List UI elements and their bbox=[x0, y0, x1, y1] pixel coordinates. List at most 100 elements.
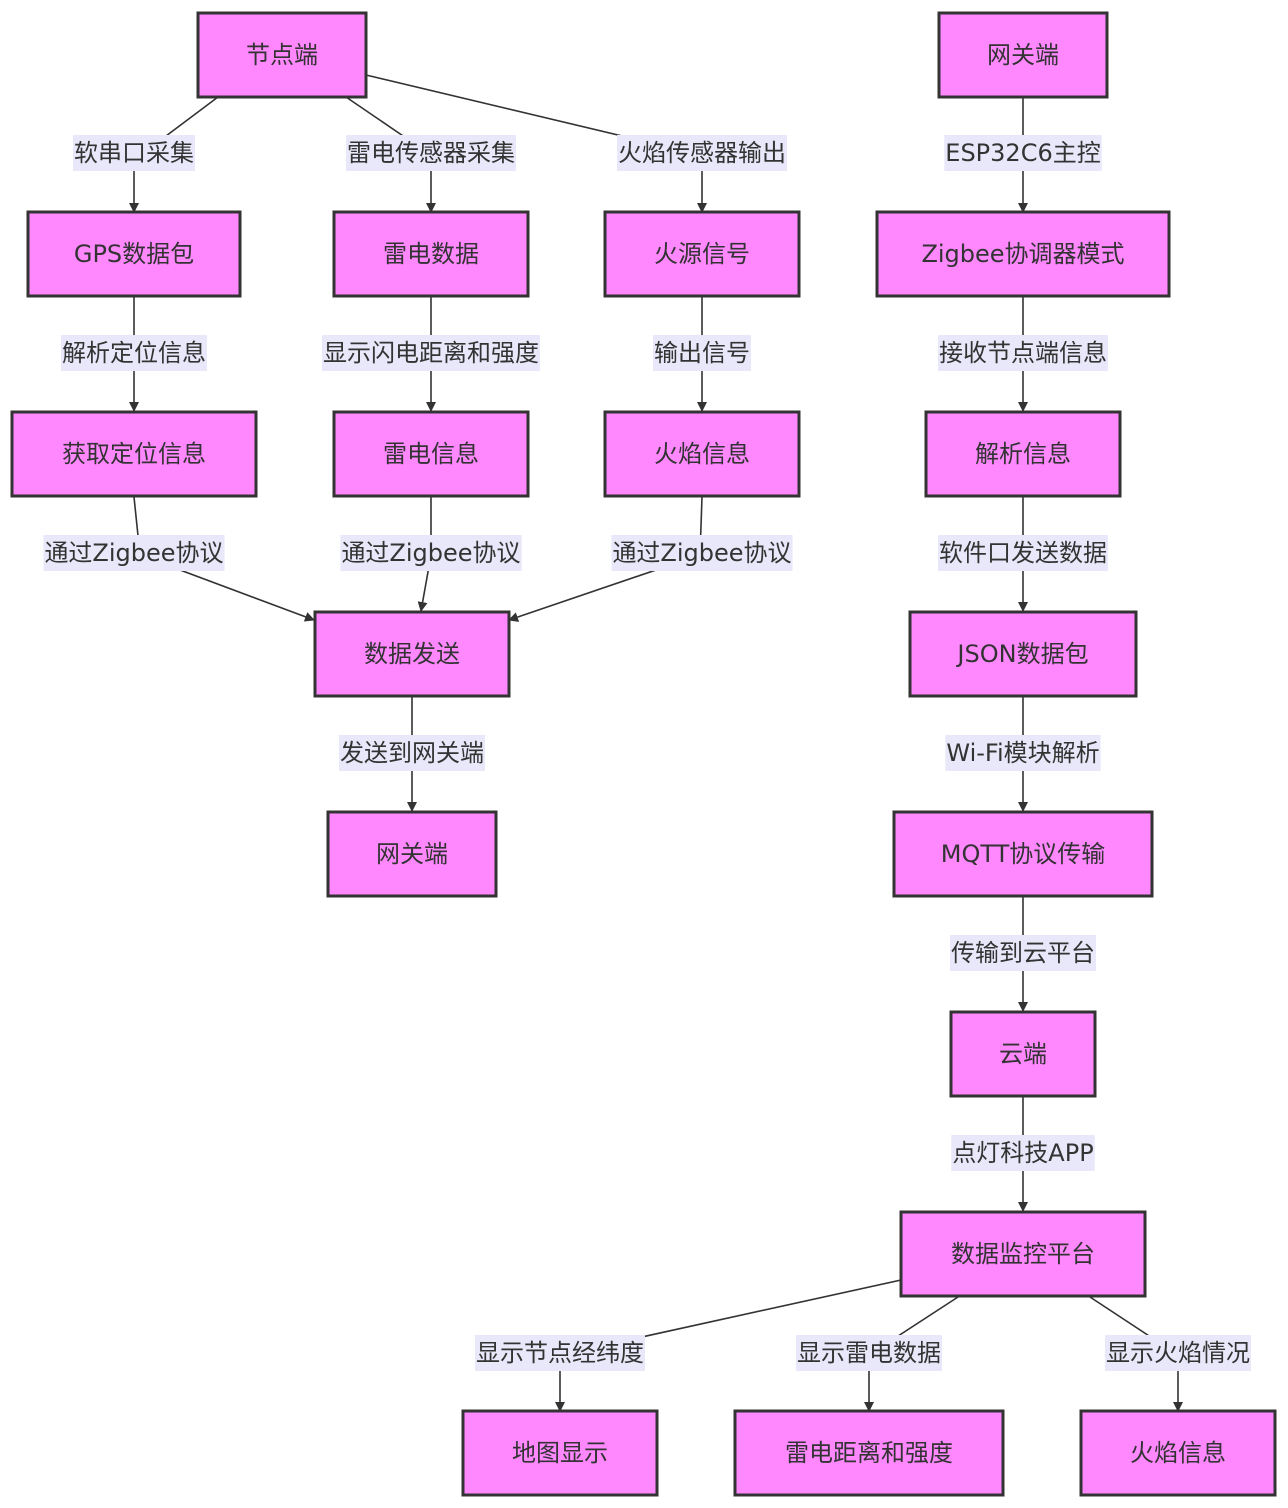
edge-label-background bbox=[653, 335, 751, 371]
node-box bbox=[10, 410, 258, 498]
edge-label-text: 软件口发送数据 bbox=[939, 539, 1107, 567]
edge-label-background bbox=[1105, 1335, 1251, 1371]
edge-label-background bbox=[796, 1335, 942, 1371]
edge-label-text: 解析定位信息 bbox=[62, 339, 206, 367]
edge-label-node-start-to-fire-signal: 火焰传感器输出 bbox=[617, 135, 787, 171]
node-label: 雷电距离和强度 bbox=[785, 1439, 953, 1467]
node-label: 火焰信息 bbox=[654, 440, 750, 468]
node-box bbox=[949, 1010, 1097, 1098]
node-data-send: 数据发送 bbox=[313, 610, 511, 698]
edge-label-text: 雷电传感器采集 bbox=[347, 139, 515, 167]
node-label: Zigbee协调器模式 bbox=[921, 240, 1124, 268]
edge-label-flame-info-to-data-send: 通过Zigbee协议 bbox=[611, 535, 793, 571]
node-box bbox=[603, 410, 801, 498]
node-label: JSON数据包 bbox=[955, 640, 1088, 668]
node-box bbox=[326, 810, 498, 898]
node-box bbox=[196, 11, 368, 99]
node-label: GPS数据包 bbox=[74, 240, 194, 268]
edge-label-text: 显示雷电数据 bbox=[797, 1339, 941, 1367]
node-label: 火源信号 bbox=[654, 240, 750, 268]
edge-label-text: 输出信号 bbox=[654, 339, 750, 367]
edge-label-background bbox=[945, 735, 1101, 771]
edge-label-get-location-to-data-send: 通过Zigbee协议 bbox=[43, 535, 225, 571]
node-map-display: 地图显示 bbox=[461, 1409, 659, 1497]
edge-label-text: 通过Zigbee协议 bbox=[44, 539, 223, 567]
edge-label-text: 接收节点端信息 bbox=[939, 339, 1107, 367]
edge-label-node-start-to-lightning-data: 雷电传感器采集 bbox=[346, 135, 516, 171]
node-mqtt: MQTT协议传输 bbox=[892, 810, 1154, 898]
edge-label-background bbox=[61, 335, 207, 371]
node-box bbox=[313, 610, 511, 698]
edge-label-background bbox=[944, 135, 1102, 171]
node-parse-info: 解析信息 bbox=[924, 410, 1122, 498]
node-lightning-data: 雷电数据 bbox=[332, 210, 530, 298]
node-box bbox=[924, 410, 1122, 498]
node-lightning-dist: 雷电距离和强度 bbox=[733, 1409, 1005, 1497]
node-box bbox=[937, 11, 1109, 99]
node-get-location: 获取定位信息 bbox=[10, 410, 258, 498]
node-box bbox=[875, 210, 1171, 298]
edge-label-fire-signal-to-flame-info: 输出信号 bbox=[653, 335, 751, 371]
node-label: MQTT协议传输 bbox=[941, 840, 1106, 868]
node-box bbox=[908, 610, 1138, 698]
node-label: 网关端 bbox=[376, 840, 448, 868]
edge-label-background bbox=[339, 735, 485, 771]
edge-label-text: 点灯科技APP bbox=[952, 1139, 1093, 1167]
node-label: 数据发送 bbox=[364, 640, 460, 668]
edge-label-text: 通过Zigbee协议 bbox=[612, 539, 791, 567]
edge-label-text: 发送到网关端 bbox=[340, 739, 484, 767]
node-node-start: 节点端 bbox=[196, 11, 368, 99]
edge-label-background bbox=[938, 535, 1108, 571]
node-label: 地图显示 bbox=[512, 1439, 608, 1467]
edge-label-gateway-to-zigbee-coord: ESP32C6主控 bbox=[944, 135, 1102, 171]
edge-label-background bbox=[617, 135, 787, 171]
edge-label-text: Wi-Fi模块解析 bbox=[946, 739, 1099, 767]
node-label: 雷电数据 bbox=[383, 240, 479, 268]
node-box bbox=[899, 1210, 1147, 1298]
node-lightning-info: 雷电信息 bbox=[332, 410, 530, 498]
node-box bbox=[892, 810, 1154, 898]
edge-label-text: 通过Zigbee协议 bbox=[341, 539, 520, 567]
node-label: 火焰信息 bbox=[1130, 1439, 1226, 1467]
node-json-pkg: JSON数据包 bbox=[908, 610, 1138, 698]
node-box bbox=[1079, 1409, 1277, 1497]
node-flame-info-2: 火焰信息 bbox=[1079, 1409, 1277, 1497]
edge-label-background bbox=[340, 535, 522, 571]
node-box bbox=[332, 410, 530, 498]
edge-label-data-send-to-gateway-left: 发送到网关端 bbox=[339, 735, 485, 771]
node-label: 雷电信息 bbox=[383, 440, 479, 468]
edge-label-lightning-info-to-data-send: 通过Zigbee协议 bbox=[340, 535, 522, 571]
edge-label-gps-pkg-to-get-location: 解析定位信息 bbox=[61, 335, 207, 371]
node-label: 网关端 bbox=[987, 41, 1059, 69]
edge-label-text: 火焰传感器输出 bbox=[618, 139, 786, 167]
node-box bbox=[733, 1409, 1005, 1497]
edge-label-text: ESP32C6主控 bbox=[945, 139, 1100, 167]
node-box bbox=[461, 1409, 659, 1497]
edge-label-background bbox=[475, 1335, 645, 1371]
node-gps-pkg: GPS数据包 bbox=[26, 210, 242, 298]
node-box bbox=[332, 210, 530, 298]
edge-label-background bbox=[43, 535, 225, 571]
edge-label-text: 显示闪电距离和强度 bbox=[323, 339, 539, 367]
node-fire-signal: 火源信号 bbox=[603, 210, 801, 298]
node-zigbee-coord: Zigbee协调器模式 bbox=[875, 210, 1171, 298]
node-box bbox=[26, 210, 242, 298]
edge-label-cloud-to-monitor: 点灯科技APP bbox=[951, 1135, 1095, 1171]
edge-label-background bbox=[950, 935, 1096, 971]
edge-label-text: 显示火焰情况 bbox=[1106, 1339, 1250, 1367]
edge-label-background bbox=[73, 135, 195, 171]
edge-label-text: 软串口采集 bbox=[74, 139, 194, 167]
edge-label-mqtt-to-cloud: 传输到云平台 bbox=[950, 935, 1096, 971]
node-monitor: 数据监控平台 bbox=[899, 1210, 1147, 1298]
edge-label-text: 显示节点经纬度 bbox=[476, 1339, 644, 1367]
edge-label-monitor-to-lightning-dist: 显示雷电数据 bbox=[796, 1335, 942, 1371]
node-label: 解析信息 bbox=[975, 440, 1071, 468]
edge-label-json-pkg-to-mqtt: Wi-Fi模块解析 bbox=[945, 735, 1101, 771]
edge-label-background bbox=[938, 335, 1108, 371]
node-label: 节点端 bbox=[246, 41, 318, 69]
edge-label-background bbox=[611, 535, 793, 571]
nodes-layer: 节点端GPS数据包雷电数据火源信号获取定位信息雷电信息火焰信息数据发送网关端网关… bbox=[10, 11, 1277, 1497]
edge-label-monitor-to-map-display: 显示节点经纬度 bbox=[475, 1335, 645, 1371]
